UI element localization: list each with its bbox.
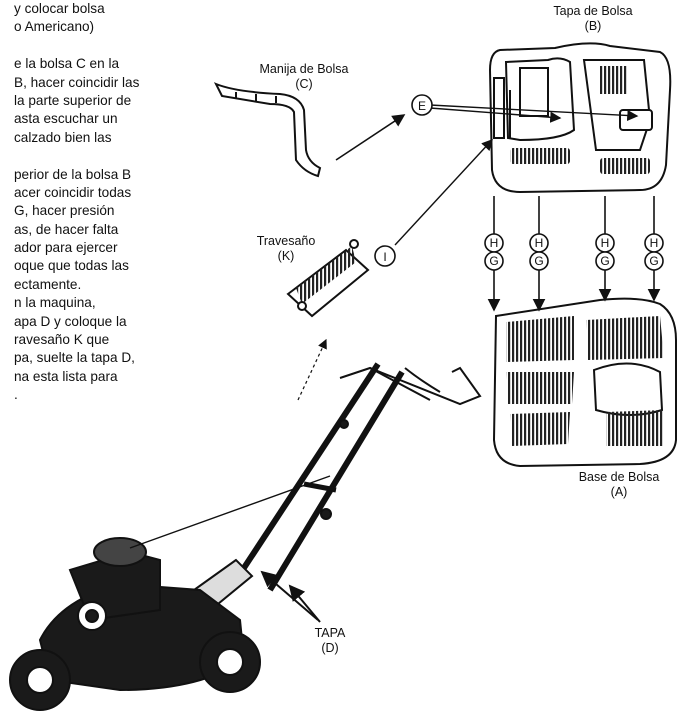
instruction-line: ador para ejercer — [14, 240, 118, 256]
tapa-arrows — [260, 570, 321, 623]
label-bag-top: Tapa de Bolsa (B) — [533, 4, 653, 34]
callout-h: H — [650, 236, 659, 250]
callout-g: G — [489, 254, 498, 268]
instruction-line: e la bolsa C en la — [14, 56, 120, 72]
instruction-line: pa, suelte la tapa D, — [14, 350, 135, 366]
callout-line-i — [394, 138, 493, 246]
label-bag-top-name: Tapa de Bolsa — [553, 4, 633, 18]
instruction-line: acer coincidir todas — [14, 184, 132, 200]
alignment-arrows — [487, 196, 661, 312]
handle-arrow — [335, 114, 406, 161]
instruction-line: la parte superior de — [14, 92, 132, 108]
callout-h: H — [535, 236, 544, 250]
callout-h: H — [490, 236, 499, 250]
label-handle-code: (C) — [295, 77, 313, 91]
label-crossbar: Travesaño (K) — [236, 234, 336, 264]
instruction-line: apa D y coloque la — [14, 313, 127, 329]
label-bag-base-name: Base de Bolsa — [578, 470, 660, 484]
instruction-line: perior de la bolsa B — [14, 166, 132, 182]
bag-top-part — [488, 42, 672, 194]
instruction-line: calzado bien las — [14, 129, 112, 145]
callout-h: H — [601, 236, 610, 250]
instruction-line: as, de hacer falta — [14, 221, 119, 237]
label-crossbar-code: (K) — [277, 249, 295, 263]
label-bag-top-code: (B) — [584, 19, 602, 33]
instruction-text: y colocar bolsa o Americano) e la bolsa … — [0, 0, 190, 405]
label-tapa-name: TAPA — [314, 626, 346, 640]
mower-callout-line — [129, 475, 331, 549]
instruction-line: asta escuchar un — [14, 111, 118, 127]
instruction-line: oque que todas las — [14, 258, 129, 274]
instruction-line: ravesaño K que — [14, 332, 110, 348]
instruction-line: G, hacer presión — [14, 203, 115, 219]
callout-markers — [374, 94, 664, 271]
label-bag-base-code: (A) — [610, 485, 628, 499]
callout-g: G — [649, 254, 658, 268]
instruction-line: y colocar bolsa — [14, 1, 105, 16]
callout-g: G — [534, 254, 543, 268]
instruction-line: . — [14, 387, 18, 403]
callout-e: E — [418, 99, 426, 113]
instruction-line: na esta lista para — [14, 368, 118, 384]
callout-line-e1 — [429, 104, 639, 122]
instruction-line: B, hacer coincidir las — [14, 74, 140, 90]
label-handle: Manija de Bolsa (C) — [244, 62, 364, 92]
callout-letters: E I H G H G H G H G — [383, 99, 658, 268]
label-bag-base: Base de Bolsa (A) — [564, 470, 674, 500]
callout-g: G — [600, 254, 609, 268]
crossbar-arrow — [297, 338, 327, 401]
instruction-line: n la maquina, — [14, 295, 96, 311]
instruction-line: o Americano) — [14, 19, 95, 35]
label-crossbar-name: Travesaño — [256, 234, 316, 248]
bag-base-part — [492, 297, 677, 468]
bag-handle-part — [213, 82, 322, 178]
label-tapa: TAPA (D) — [300, 626, 360, 656]
lawn-mower — [9, 362, 482, 711]
instruction-line: ectamente. — [14, 276, 82, 292]
callout-line-e2 — [429, 107, 562, 123]
crossbar-part — [286, 239, 370, 318]
callout-i: I — [383, 250, 386, 264]
label-handle-name: Manija de Bolsa — [259, 62, 349, 76]
label-tapa-code: (D) — [321, 641, 339, 655]
